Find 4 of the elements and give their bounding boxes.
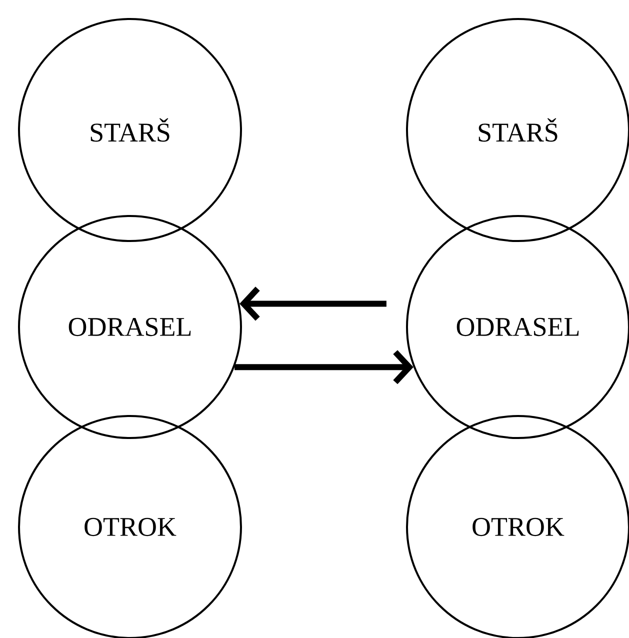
arrow — [240, 286, 386, 321]
arrow — [234, 350, 414, 384]
circle-node: ODRASEL — [18, 215, 242, 439]
circle-node: STARŠ — [18, 18, 242, 242]
